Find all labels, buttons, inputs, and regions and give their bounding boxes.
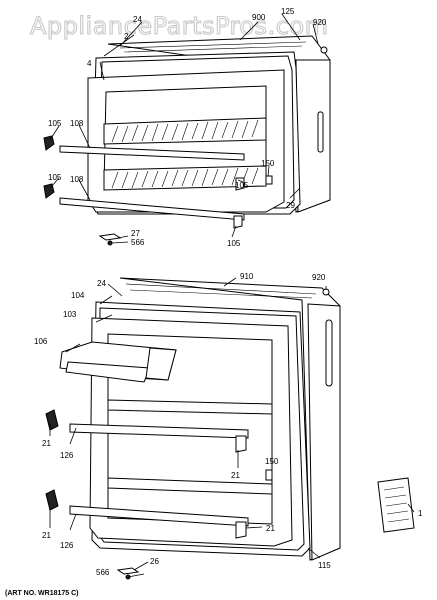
freezer-door-handle: [317, 111, 324, 153]
fresh-food-labels: 910 920 24 104 103 106 21 126 150 21 21 …: [34, 272, 423, 577]
freezer-bar-cap-left-upper: [43, 135, 55, 151]
label-1: 1: [418, 509, 423, 518]
freezer-door-stop: [265, 175, 273, 185]
label-566: 566: [96, 568, 110, 577]
freezer-outer-door-edge: [119, 41, 307, 53]
label-21: 21: [231, 471, 240, 480]
label-27: 27: [131, 229, 140, 238]
freezer-screw-566: [107, 240, 113, 246]
label-910: 910: [240, 272, 254, 281]
label-26: 26: [150, 557, 159, 566]
label-104: 104: [71, 291, 85, 300]
label-566: 566: [131, 238, 145, 247]
fresh-food-leader-lines: [49, 277, 415, 578]
freezer-hinge-pin-27: [98, 233, 122, 241]
label-900: 900: [252, 13, 266, 22]
fresh-food-bar-cap-right-lower: [235, 521, 247, 539]
fresh-food-outer-door-side: [307, 303, 341, 561]
label-125: 125: [281, 7, 295, 16]
label-105: 105: [227, 239, 241, 248]
label-105: 105: [48, 119, 62, 128]
label-103: 103: [63, 310, 77, 319]
feature-card: [377, 477, 415, 533]
label-106: 106: [34, 337, 48, 346]
fresh-food-shelf-1: [107, 399, 273, 415]
fresh-food-outer-door-edge: [125, 283, 317, 299]
label-920: 920: [313, 18, 327, 27]
freezer-hinge-hole: [320, 46, 328, 54]
label-2: 2: [124, 32, 129, 41]
label-105: 105: [235, 181, 249, 190]
label-108: 108: [70, 175, 84, 184]
label-21: 21: [42, 439, 51, 448]
label-4: 4: [87, 59, 92, 68]
freezer-bar-cap-right-upper: [235, 177, 245, 191]
fresh-food-door-bar-upper: [69, 423, 249, 439]
fresh-food-hinge-pin-26: [116, 567, 140, 575]
label-24: 24: [97, 279, 106, 288]
watermark: AppliancePartsPros.com: [30, 12, 328, 40]
freezer-outer-door-side: [295, 59, 331, 213]
feature-card-lines: [383, 486, 410, 523]
freezer-door-bar-lower: [59, 197, 245, 221]
label-24: 24: [133, 15, 142, 24]
freezer-door-bar-upper: [59, 145, 245, 161]
freezer-bar-cap-right-lower: [233, 215, 243, 229]
fresh-food-bar-cap-right-upper: [235, 435, 247, 453]
label-920: 920: [312, 273, 326, 282]
label-21: 21: [266, 524, 275, 533]
fresh-food-shelf-2: [107, 477, 273, 495]
label-108: 108: [70, 119, 84, 128]
label-126: 126: [60, 541, 74, 550]
fresh-food-door-stop: [265, 469, 273, 481]
freezer-upper-shelf: [103, 117, 267, 145]
label-29: 29: [286, 201, 295, 210]
fresh-food-door-assembly: [45, 277, 415, 580]
art-number: (ART NO. WR18175 C): [5, 590, 79, 597]
fresh-food-bar-cap-left-upper: [45, 409, 59, 431]
freezer-labels: 24 2 900 125 920 4 105 108 105 108 150 1…: [48, 7, 327, 248]
label-21: 21: [42, 531, 51, 540]
freezer-door-assembly: [43, 35, 331, 246]
label-150: 150: [265, 457, 279, 466]
freezer-lower-shelf: [103, 165, 267, 191]
fresh-food-bar-cap-left-lower: [45, 489, 59, 511]
freezer-bar-cap-left-lower: [43, 183, 55, 199]
dairy-compartment: [59, 341, 177, 383]
label-115: 115: [318, 561, 331, 570]
fresh-food-door-bar-lower: [69, 505, 249, 527]
label-126: 126: [60, 451, 74, 460]
label-105: 105: [48, 173, 62, 182]
fresh-food-door-handle: [325, 319, 333, 387]
label-150: 150: [261, 159, 275, 168]
freezer-leader-lines: [49, 13, 319, 244]
